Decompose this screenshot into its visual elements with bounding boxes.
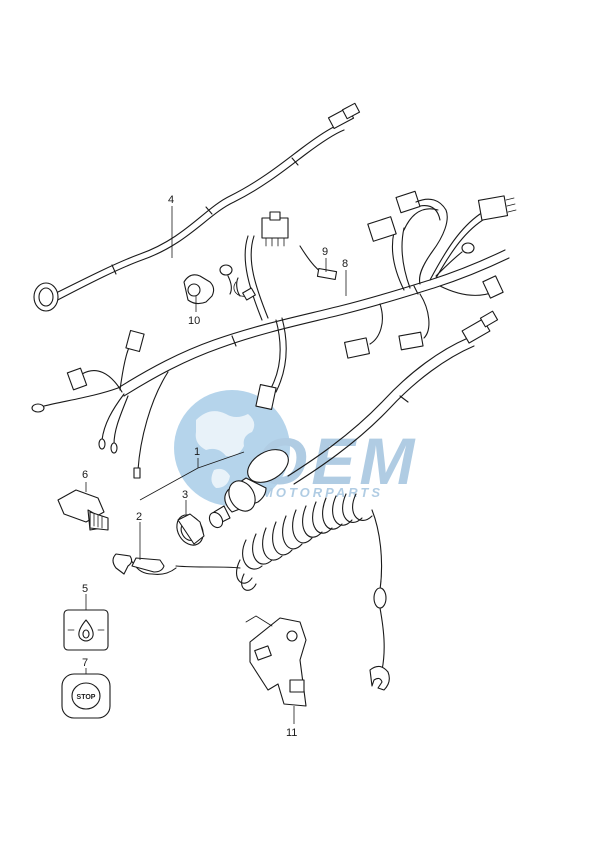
part-7-stop-switch: STOP [61,673,111,719]
callout-2: 2 [136,511,142,523]
stop-label: STOP [77,694,96,701]
callout-11: 11 [286,727,297,739]
oem-watermark: OEM MOTORPARTS [174,390,414,506]
callout-numbers: 4 9 8 10 1 6 3 2 5 7 11 [82,194,348,739]
callout-7: 7 [82,657,88,669]
part-5-indicator-plate [63,609,109,651]
callout-3: 3 [182,489,188,501]
watermark-tagline: MOTORPARTS [262,485,383,500]
callout-1: 1 [194,446,200,458]
callout-6: 6 [82,469,88,481]
coil-spring [235,493,373,591]
part-3-nut [176,513,205,546]
part-11-bracket [245,615,307,707]
callout-9: 9 [322,246,328,258]
callout-4: 4 [168,194,174,206]
kill-cable [287,310,499,485]
part-10-clamp [183,264,233,305]
part-1-emergency-switch [208,449,289,529]
part-6-pressure-switch [57,489,109,531]
part-4-cable [33,102,361,312]
watermark-continents [195,411,255,488]
part-2-lanyard-coil [112,493,390,691]
callout-8: 8 [342,258,348,270]
callout-10: 10 [188,315,200,327]
callout-leaders [85,206,347,724]
callout-5: 5 [82,583,88,595]
part-8-main-harness [31,190,517,479]
